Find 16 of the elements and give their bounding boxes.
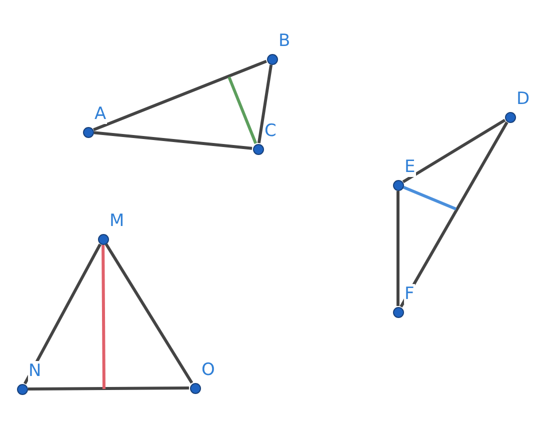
triangle-side [402,118,506,184]
triangle-side [400,121,508,308]
altitude-line [228,76,258,144]
triangle-side [257,64,273,144]
point-label: E [404,156,416,176]
triangle-side [94,131,252,150]
point-label: F [404,284,416,304]
triangle-side [28,386,189,390]
triangle-side [104,243,194,384]
triangle-side [93,60,267,132]
point-label: A [94,104,108,124]
triangle-side [24,244,102,384]
altitude-line [102,245,106,389]
triangle-side [396,191,400,306]
altitude-line [402,186,457,210]
point-label: N [28,360,42,380]
